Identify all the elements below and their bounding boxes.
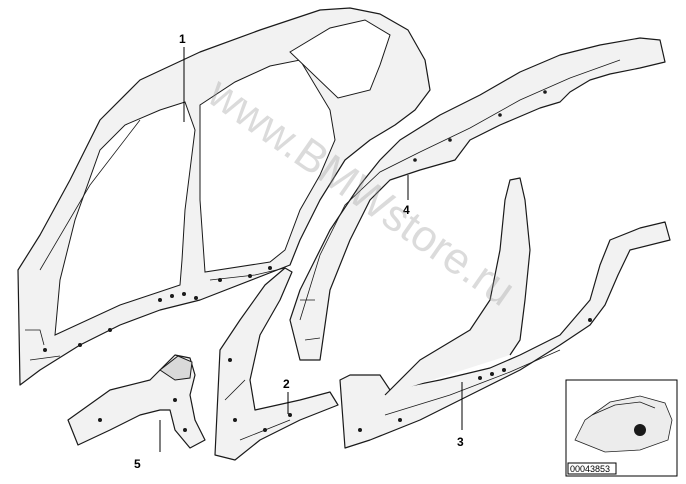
thumbnail-id: 00043853 (570, 464, 610, 474)
part-4-roof-rail (289, 37, 666, 361)
part-1-holes (43, 266, 272, 352)
callout-5: 5 (134, 457, 141, 471)
callout-1: 1 (179, 32, 186, 46)
callout-4: 4 (403, 203, 410, 217)
thumbnail: 00043853 (565, 379, 678, 477)
thumbnail-location-marker (634, 424, 646, 436)
callout-2: 2 (283, 377, 290, 391)
callout-3: 3 (457, 435, 464, 449)
part-3-rear-side-frame (339, 177, 671, 449)
part-5-pillar-reinforcement (67, 354, 206, 449)
part-2-front-side-frame (214, 267, 339, 461)
part-1-side-frame (17, 7, 431, 386)
